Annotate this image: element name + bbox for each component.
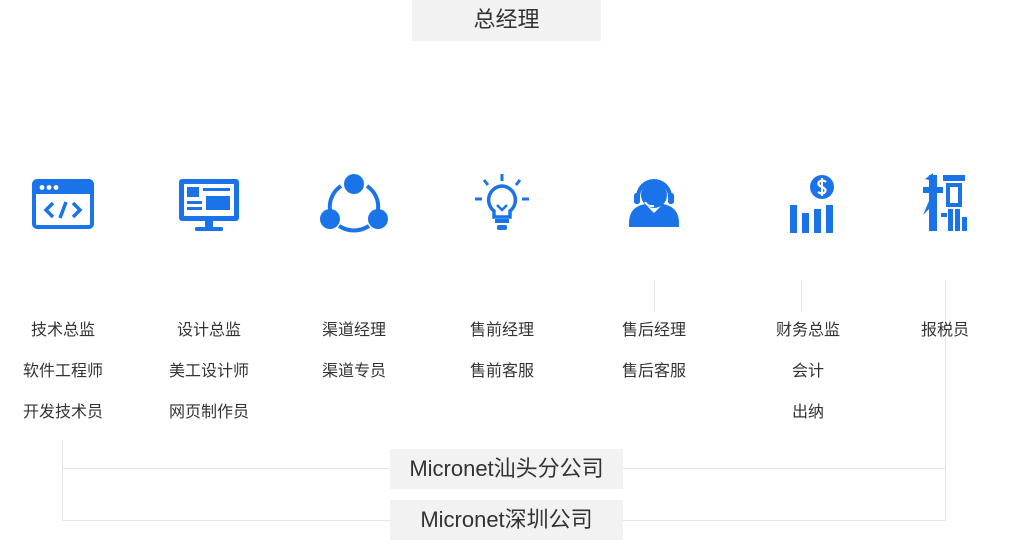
connector-line — [945, 280, 946, 521]
branch-shantou: Micronet汕头分公司 — [390, 449, 623, 489]
role-label: 售后客服 — [621, 363, 686, 380]
role-label: 报税员 — [920, 322, 969, 339]
department-column: 财务总监 会计 出纳 — [753, 165, 863, 421]
monitor-icon — [179, 179, 239, 231]
connector-line — [654, 280, 655, 312]
department-column: 渠道经理 渠道专员 — [299, 165, 409, 380]
ceo-box: 总经理 — [412, 0, 601, 41]
role-label: 售后经理 — [621, 322, 686, 339]
department-column: 售前经理 售前客服 — [447, 165, 557, 380]
role-label: 软件工程师 — [22, 363, 103, 380]
department-column: 技术总监 软件工程师 开发技术员 — [8, 165, 118, 421]
share-network-icon — [320, 174, 388, 233]
department-column: 设计总监 美工设计师 网页制作员 — [154, 165, 264, 421]
role-label: 开发技术员 — [22, 404, 103, 421]
lightbulb-icon — [475, 174, 529, 230]
connector-line — [801, 280, 802, 312]
role-label: 技术总监 — [30, 322, 95, 339]
role-label: 网页制作员 — [168, 404, 249, 421]
role-label: 渠道经理 — [321, 322, 386, 339]
role-label: 售前客服 — [469, 363, 534, 380]
role-label: 出纳 — [791, 404, 824, 421]
branch-shenzhen: Micronet深圳公司 — [390, 500, 623, 540]
role-label: 渠道专员 — [321, 363, 386, 380]
role-label: 设计总监 — [176, 322, 241, 339]
department-column: 售后经理 售后客服 — [599, 165, 709, 380]
connector-line — [62, 440, 63, 521]
code-window-icon — [32, 179, 94, 229]
finance-chart-icon — [790, 175, 834, 233]
headset-support-icon — [629, 179, 679, 227]
tax-icon — [923, 173, 967, 231]
role-label: 财务总监 — [775, 322, 840, 339]
department-column: 报税员 — [890, 165, 1000, 339]
role-label: 美工设计师 — [168, 363, 249, 380]
role-label: 会计 — [791, 363, 824, 380]
role-label: 售前经理 — [469, 322, 534, 339]
